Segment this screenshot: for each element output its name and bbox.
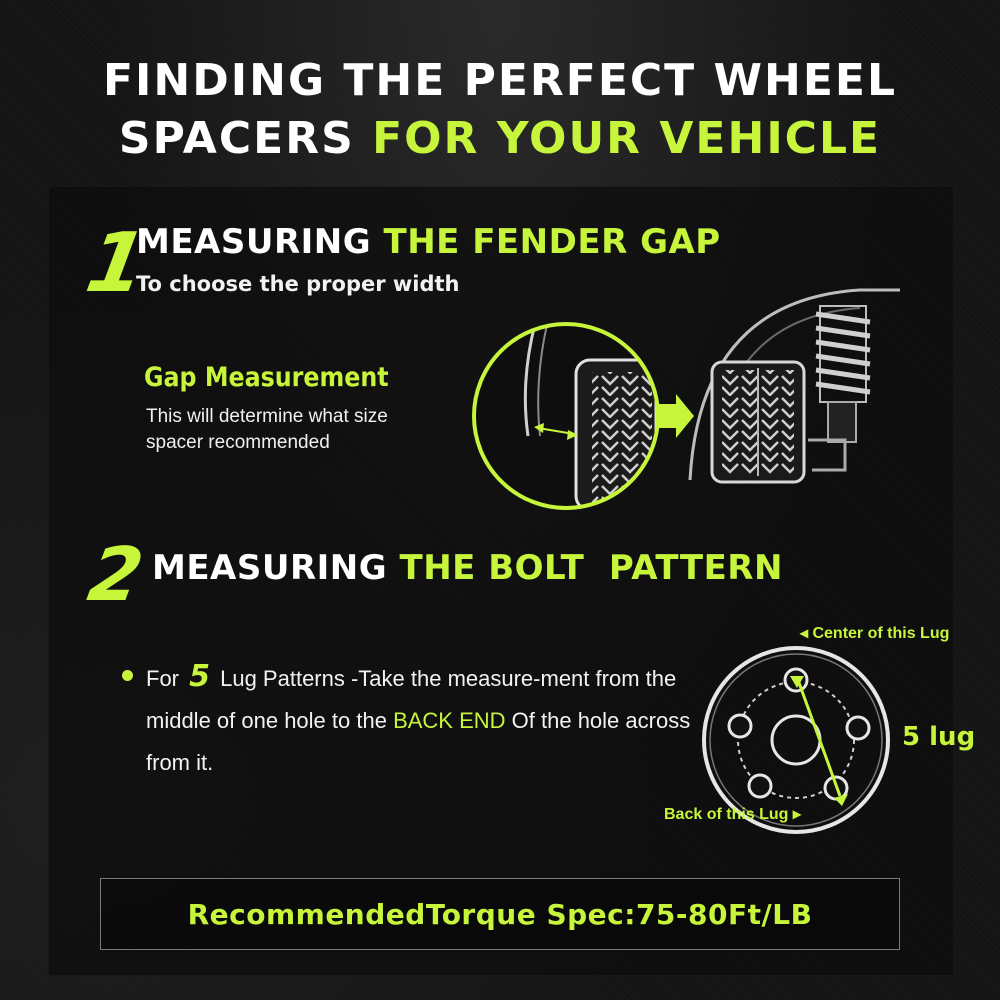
step1-subtitle: To choose the proper width <box>136 272 460 296</box>
step2-title-white: MEASURING <box>152 548 400 588</box>
bullet-part3: Of the hole across from it. <box>146 708 691 775</box>
bullet-part1: For <box>146 666 186 691</box>
bullet-highlight: BACK END <box>393 708 506 733</box>
back-of-lug-label: Back of this Lug ▸ <box>664 806 801 823</box>
bullet-dot <box>122 670 133 681</box>
step1-title: MEASURING THE FENDER GAP <box>136 222 721 262</box>
headline: FINDING THE PERFECT WHEEL SPACERS FOR YO… <box>0 52 1000 168</box>
five-lug-label: 5 lug <box>902 722 976 752</box>
step1-title-green: THE FENDER GAP <box>383 222 721 262</box>
gap-measurement-description: This will determine what size spacer rec… <box>146 406 388 453</box>
headline-line2-white: SPACERS <box>118 113 373 164</box>
gap-measurement-title: Gap Measurement <box>144 362 389 393</box>
step2-title: MEASURING THE BOLT PATTERN <box>152 548 783 588</box>
headline-line1: FINDING THE PERFECT WHEEL <box>102 55 898 106</box>
step1-title-white: MEASURING <box>136 222 384 262</box>
center-of-lug-label: ◂ Center of this Lug <box>800 625 950 642</box>
torque-spec-box: RecommendedTorque Spec:75-80Ft/LB <box>100 878 900 950</box>
step2-title-green: THE BOLT PATTERN <box>399 548 783 588</box>
lug-count: 5 <box>189 659 210 694</box>
bullet-part2: Lug Patterns -Take the measure-ment from… <box>146 666 677 733</box>
bolt-pattern-instructions: For 5 Lug Patterns -Take the measure-men… <box>146 656 706 784</box>
torque-spec-text: RecommendedTorque Spec:75-80Ft/LB <box>187 897 813 931</box>
headline-line2-green: FOR YOUR VEHICLE <box>372 113 882 164</box>
